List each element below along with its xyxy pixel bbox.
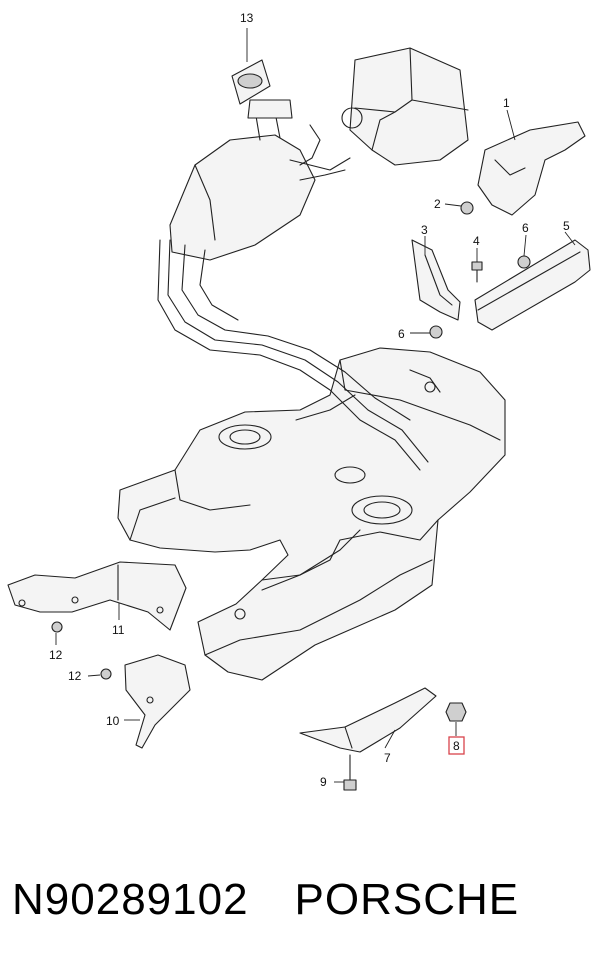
callout-10: 10 xyxy=(106,714,120,728)
callout-7: 7 xyxy=(384,751,391,765)
callout-3: 3 xyxy=(421,223,428,237)
part-8-nut xyxy=(445,702,467,736)
filler-neck-and-pipes xyxy=(157,99,429,591)
part-12-screws xyxy=(51,621,112,680)
charcoal-canister xyxy=(341,47,469,166)
callout-9: 9 xyxy=(320,775,327,789)
callout-2: 2 xyxy=(434,197,441,211)
callout-6-lower: 6 xyxy=(398,327,405,341)
callout-5: 5 xyxy=(563,219,570,233)
part-13-gasket xyxy=(231,28,271,105)
callout-8: 8 xyxy=(453,739,460,753)
callout-8-highlight xyxy=(448,736,465,755)
part-9-bolt xyxy=(334,754,357,791)
callout-1: 1 xyxy=(503,96,510,110)
part-1-heat-shield xyxy=(477,109,586,216)
exploded-parts-diagram: 13 1 2 3 4 6 5 6 11 12 12 10 7 8 9 xyxy=(7,11,591,791)
callout-13: 13 xyxy=(240,11,254,25)
part-11-heat-shield xyxy=(7,561,187,631)
callout-12-lower: 12 xyxy=(68,669,82,683)
callout-12-upper: 12 xyxy=(49,648,63,662)
footer: N90289102 PORSCHE xyxy=(12,865,588,935)
part-5-rail xyxy=(474,231,591,331)
part-number: N90289102 xyxy=(12,875,249,924)
part-3-bracket xyxy=(411,236,461,321)
part-7-strap xyxy=(299,687,437,753)
fasteners xyxy=(410,201,531,339)
callout-6-upper: 6 xyxy=(522,221,529,235)
brand-name: PORSCHE xyxy=(294,875,520,924)
fuel-tank xyxy=(117,347,506,681)
callout-11: 11 xyxy=(112,623,125,637)
callout-4: 4 xyxy=(473,234,480,248)
part-10-heat-shield xyxy=(124,654,191,749)
callouts: 13 1 2 3 4 6 5 6 11 12 12 10 7 8 9 xyxy=(49,11,570,789)
